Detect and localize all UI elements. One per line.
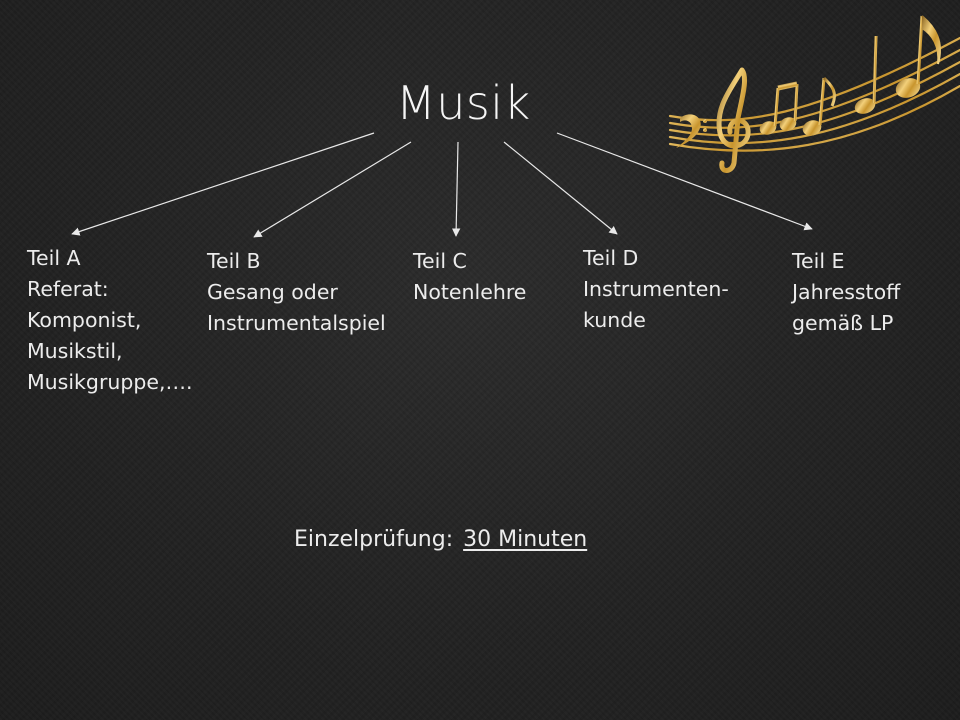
arrow-to-teil-d [503,141,618,235]
node-text: Musikgruppe,…. [27,370,193,394]
exam-label: Einzelprüfung: [294,527,454,552]
music-notes-icon [660,8,960,187]
node-label: Teil C [413,249,467,273]
diagram-title: Musik [396,76,531,130]
node-text: Gesang oder [207,280,338,304]
node-label: Teil B [207,249,261,273]
node-text: Komponist, [27,308,142,332]
node-label: Teil A [27,246,81,270]
node-teil-a: Teil A Referat: Komponist, Musikstil, Mu… [27,243,193,398]
arrow-to-teil-c [451,141,461,237]
node-text: Instrumentalspiel [207,311,386,335]
node-teil-b: Teil B Gesang oder Instrumentalspiel [207,246,386,339]
node-teil-e: Teil E Jahresstoff gemäß LP [792,246,900,339]
node-text: Notenlehre [413,280,527,304]
node-text: Referat: [27,277,109,301]
arrow-to-teil-e [556,132,813,231]
node-teil-c: Teil C Notenlehre [413,246,526,308]
node-teil-d: Teil D Instrumenten- kunde [583,243,729,336]
arrow-to-teil-b [253,141,412,238]
node-text: Instrumenten- [583,277,729,301]
exam-duration: 30 Minuten [463,527,588,552]
node-text: kunde [583,308,646,332]
node-label: Teil E [792,249,845,273]
arrow-to-teil-a [71,132,375,236]
node-text: Jahresstoff [792,280,901,304]
node-text: gemäß LP [792,311,894,335]
exam-info: Einzelprüfung: 30 Minuten [294,527,587,552]
node-text: Musikstil, [27,339,123,363]
node-label: Teil D [583,246,639,270]
